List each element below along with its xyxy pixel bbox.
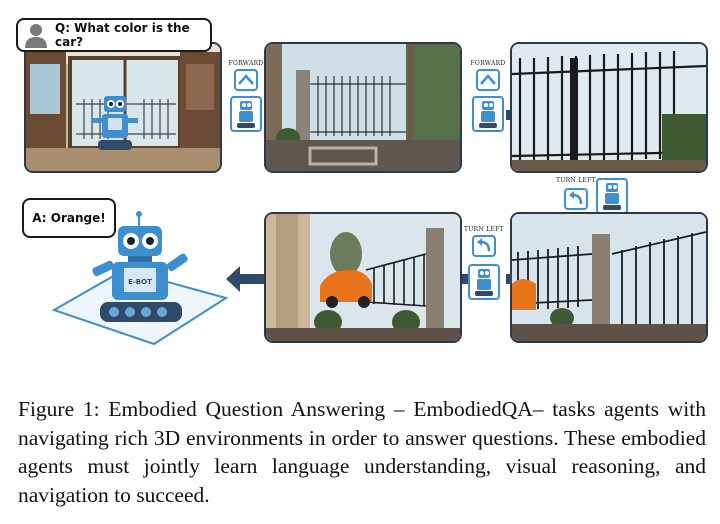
action-label: TURN LEFT: [556, 177, 596, 184]
scene-room-image: [26, 44, 220, 171]
scene-car-image: [266, 214, 460, 341]
robot-illustration: E-BOT: [51, 211, 229, 346]
scene-fence-image: [512, 44, 706, 171]
robot-icon: [468, 264, 500, 300]
scene-panel-3: [510, 42, 708, 173]
up-arrow-icon: [234, 69, 258, 91]
action-forward-2: FORWARD: [466, 60, 510, 140]
scene-pillar-image: [512, 214, 706, 341]
up-arrow-icon: [476, 69, 500, 91]
question-bubble: Q: What color is the car?: [16, 18, 212, 52]
scene-panel-2: [264, 42, 462, 173]
robot-icon: [472, 96, 504, 132]
answer-bubble: A: Orange!: [22, 198, 116, 238]
answer-text: A: Orange!: [32, 211, 106, 225]
action-label: TURN LEFT: [464, 226, 504, 233]
scene-panel-car: [264, 212, 462, 343]
figure: Q: What color is the car? FORWARD: [16, 18, 708, 346]
robot-badge: E-BOT: [128, 278, 152, 286]
user-icon: [25, 24, 47, 48]
action-forward-1: FORWARD: [224, 60, 268, 140]
scene-gate-image: [266, 44, 460, 171]
scene-panel-start: [24, 42, 222, 173]
scene-panel-4: [510, 212, 708, 343]
action-turn-left-2: TURN LEFT: [462, 226, 506, 308]
robot-icon: [230, 96, 262, 132]
figure-caption: Figure 1: Embodied Question Answering – …: [18, 397, 706, 507]
question-text: Q: What color is the car?: [55, 21, 190, 49]
action-label: FORWARD: [470, 60, 506, 67]
robot-icon: [596, 178, 628, 214]
action-label: FORWARD: [228, 60, 264, 67]
turn-left-icon: [564, 188, 588, 210]
action-turn-left-1: TURN LEFT: [556, 174, 652, 216]
left-arrow-icon: [226, 266, 264, 292]
turn-left-icon: [472, 235, 496, 257]
